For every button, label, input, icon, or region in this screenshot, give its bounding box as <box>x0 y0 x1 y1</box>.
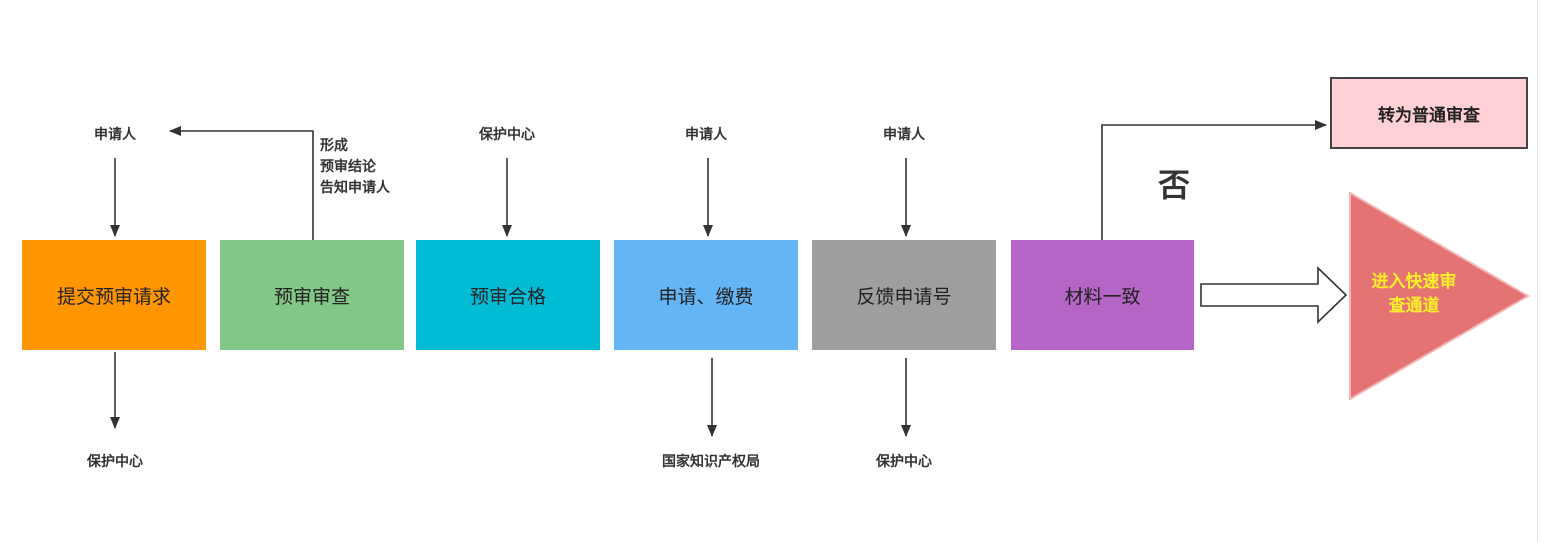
fast-track-line: 进入快速审 <box>1371 272 1457 292</box>
label-applicant-1: 申请人 <box>94 127 136 143</box>
label-protection-center-3: 保护中心 <box>876 454 932 470</box>
outcome-fast-track-label: 进入快速审 查通道 <box>1352 270 1476 318</box>
step-pre-review: 预审审查 <box>220 240 404 350</box>
hollow-arrow-to-fast-track <box>1200 266 1348 324</box>
outcome-normal-review: 转为普通审查 <box>1330 77 1528 149</box>
label-applicant-2: 申请人 <box>685 127 727 143</box>
fast-track-line: 查通道 <box>1388 296 1440 316</box>
label-cnipa: 国家知识产权局 <box>662 454 760 470</box>
fast-track-triangle <box>1349 191 1530 401</box>
review-note-line: 形成 <box>320 138 348 154</box>
label-protection-center-1: 保护中心 <box>87 454 143 470</box>
step-materials-consistent: 材料一致 <box>1011 240 1194 350</box>
review-note-line: 告知申请人 <box>320 180 390 196</box>
label-no: 否 <box>1158 166 1191 204</box>
review-note-line: 预审结论 <box>320 159 376 175</box>
step-apply-pay: 申请、缴费 <box>614 240 798 350</box>
step-feedback-number: 反馈申请号 <box>812 240 996 350</box>
arrow-consistent-to-normal <box>1101 120 1327 240</box>
step-review-qualified: 预审合格 <box>416 240 600 350</box>
right-edge-divider <box>1537 0 1538 542</box>
label-applicant-3: 申请人 <box>883 127 925 143</box>
label-review-conclusion: 形成 预审结论 告知申请人 <box>320 136 390 199</box>
step-submit-request: 提交预审请求 <box>22 240 206 350</box>
arrow-review-to-applicant <box>169 126 314 240</box>
label-protection-center-2: 保护中心 <box>479 127 535 143</box>
